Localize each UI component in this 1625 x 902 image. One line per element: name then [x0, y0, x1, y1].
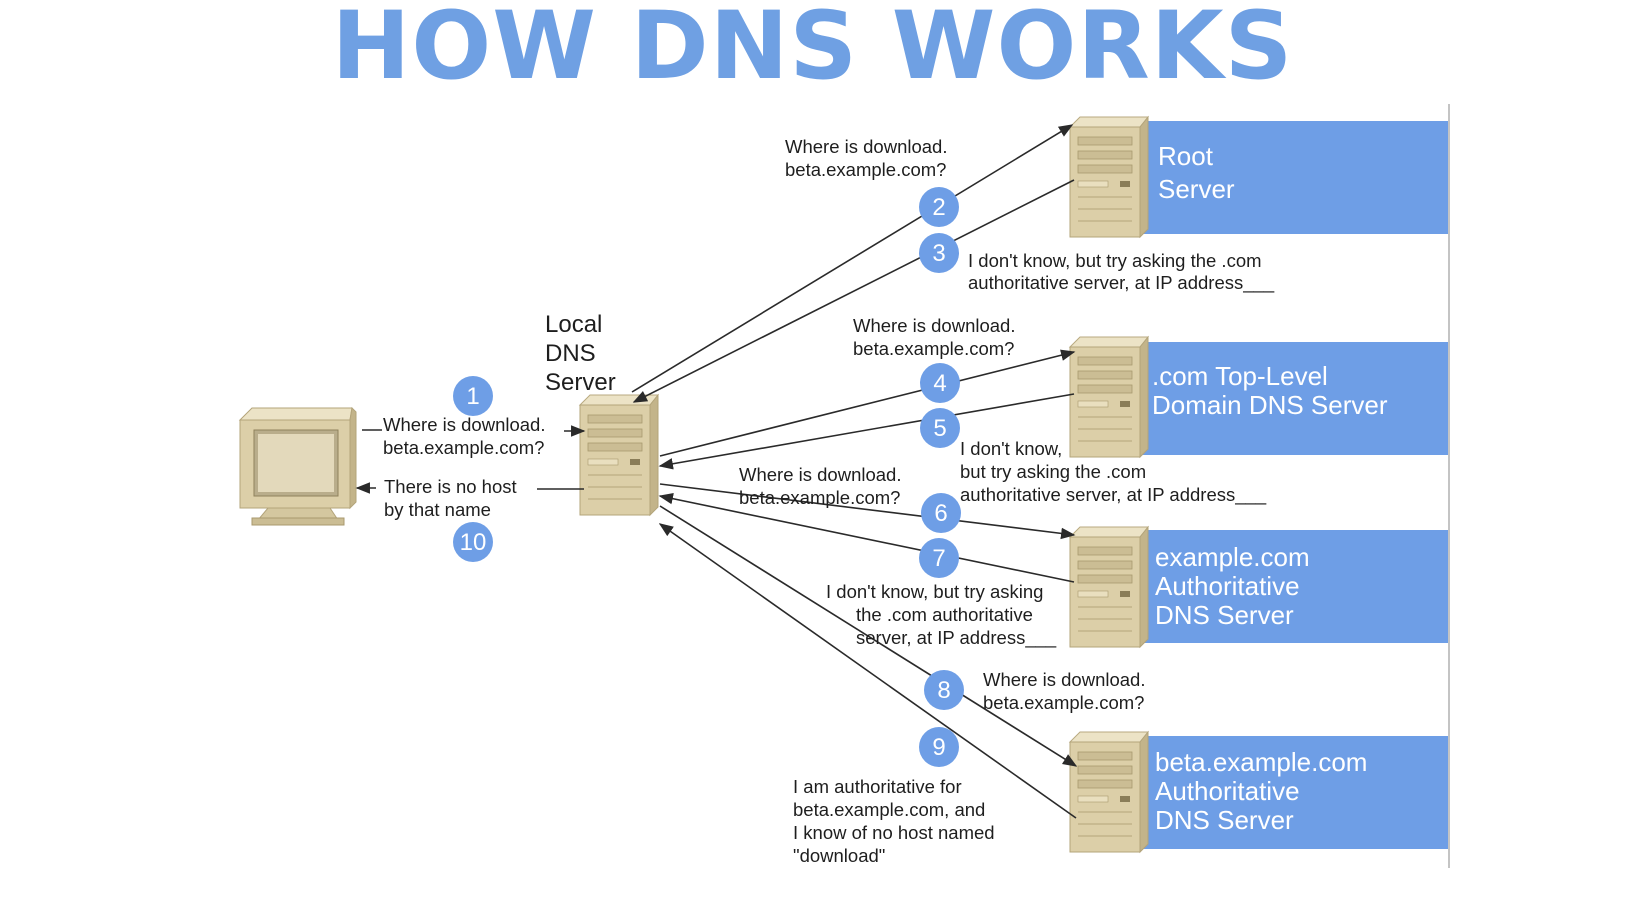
step-6-message-2: beta.example.com? — [739, 487, 900, 508]
step-9-number: 9 — [932, 734, 945, 761]
step-6-badge: 6 — [921, 493, 961, 533]
arrow-step-4 — [659, 349, 1076, 457]
step-8-number: 8 — [937, 677, 950, 704]
tld-server: .com Top-Level Domain DNS Server — [1069, 336, 1448, 458]
step-9-message-2: beta.example.com, and — [793, 799, 985, 820]
step-4-badge: 4 — [920, 363, 960, 403]
svg-text:Root: Root — [1158, 141, 1214, 171]
step-4-message-1: Where is download. — [853, 315, 1015, 336]
example-server-label-1: example.com — [1155, 542, 1310, 572]
step-2-message-2: beta.example.com? — [785, 159, 946, 180]
step-8-message-1: Where is download. — [983, 669, 1145, 690]
server-tower-icon — [579, 394, 659, 516]
step-5-message-3: authoritative server, at IP address___ — [960, 484, 1267, 506]
step-4-message-2: beta.example.com? — [853, 338, 1014, 359]
step-3-number: 3 — [932, 240, 945, 267]
server-tower-icon — [1069, 116, 1149, 238]
step-6-number: 6 — [934, 500, 947, 527]
root-server: Root Server — [1069, 116, 1448, 238]
local-dns-server: Local DNS Server — [545, 311, 659, 516]
arrow-step-5 — [658, 393, 1075, 470]
beta-server-label-1: beta.example.com — [1155, 747, 1367, 777]
tld-server-label-2: Domain DNS Server — [1152, 390, 1388, 420]
beta-server-label-3: DNS Server — [1155, 805, 1294, 835]
step-10-message-1: There is no host — [384, 476, 517, 497]
computer-monitor-icon — [238, 406, 357, 526]
example-server-box — [1136, 530, 1448, 643]
example-server: example.com Authoritative DNS Server — [1069, 526, 1448, 648]
step-1-number: 1 — [466, 383, 479, 410]
client-computer — [238, 406, 357, 526]
step-circles: 1 2 3 4 5 6 7 8 9 10 — [453, 187, 964, 767]
root-server-box — [1136, 121, 1448, 234]
step-9-message-1: I am authoritative for — [793, 776, 962, 797]
step-5-badge: 5 — [920, 408, 960, 448]
server-tower-icon — [1069, 731, 1149, 853]
step-8-message-2: beta.example.com? — [983, 692, 1144, 713]
step-2-number: 2 — [932, 194, 945, 221]
step-9-badge: 9 — [919, 727, 959, 767]
server-tower-icon — [1069, 336, 1149, 458]
step-10-number: 10 — [460, 529, 487, 556]
root-server-label-1: Root — [1158, 141, 1214, 171]
arrow-step-6 — [659, 483, 1076, 540]
local-dns-label-3: Server — [545, 369, 616, 396]
step-5-message-1: I don't know, — [960, 438, 1062, 459]
step-3-message-2: authoritative server, at IP address___ — [968, 272, 1275, 294]
step-7-badge: 7 — [919, 538, 959, 578]
page-title: HOW DNS WORKS — [331, 0, 1294, 101]
arrow-step-8 — [659, 505, 1078, 767]
root-server-label-2: Server — [1158, 174, 1235, 204]
beta-server-label-2: Authoritative — [1155, 776, 1300, 806]
step-9-message-4: "download" — [793, 845, 885, 866]
step-2-message-1: Where is download. — [785, 136, 947, 157]
step-7-number: 7 — [932, 545, 945, 572]
step-10-badge: 10 — [453, 522, 493, 562]
svg-text:Server: Server — [1158, 174, 1235, 204]
arrow-step-9 — [658, 523, 1077, 819]
tld-server-label-1: .com Top-Level — [1152, 361, 1328, 391]
step-7-message-3: server, at IP address___ — [856, 627, 1057, 649]
example-server-label-2: Authoritative — [1155, 571, 1300, 601]
step-5-number: 5 — [933, 415, 946, 442]
step-1-message-1: Where is download. — [383, 414, 545, 435]
step-5-message-2: but try asking the .com — [960, 461, 1146, 482]
server-tower-icon — [1069, 526, 1149, 648]
step-1-badge: 1 — [453, 376, 493, 416]
arrow-step-2 — [631, 124, 1074, 393]
local-dns-label-2: DNS — [545, 340, 596, 367]
step-9-message-3: I know of no host named — [793, 822, 995, 843]
step-messages: Where is download. beta.example.com? Whe… — [383, 136, 1275, 866]
step-10-message-2: by that name — [384, 499, 491, 520]
step-1-message-2: beta.example.com? — [383, 437, 544, 458]
beta-server-box — [1136, 736, 1448, 849]
step-3-message-1: I don't know, but try asking the .com — [968, 250, 1262, 271]
step-3-badge: 3 — [919, 233, 959, 273]
arrows — [355, 124, 1078, 819]
tld-server-box — [1136, 342, 1448, 455]
arrow-step-3 — [632, 179, 1075, 403]
step-7-message-2: the .com authoritative — [856, 604, 1033, 625]
local-dns-label-1: Local — [545, 311, 602, 338]
step-6-message-1: Where is download. — [739, 464, 901, 485]
arrow-step-7 — [658, 492, 1075, 583]
step-7-message-1: I don't know, but try asking — [826, 581, 1043, 602]
step-2-badge: 2 — [919, 187, 959, 227]
step-4-number: 4 — [933, 370, 946, 397]
beta-server: beta.example.com Authoritative DNS Serve… — [1069, 731, 1448, 853]
example-server-label-3: DNS Server — [1155, 600, 1294, 630]
step-8-badge: 8 — [924, 670, 964, 710]
